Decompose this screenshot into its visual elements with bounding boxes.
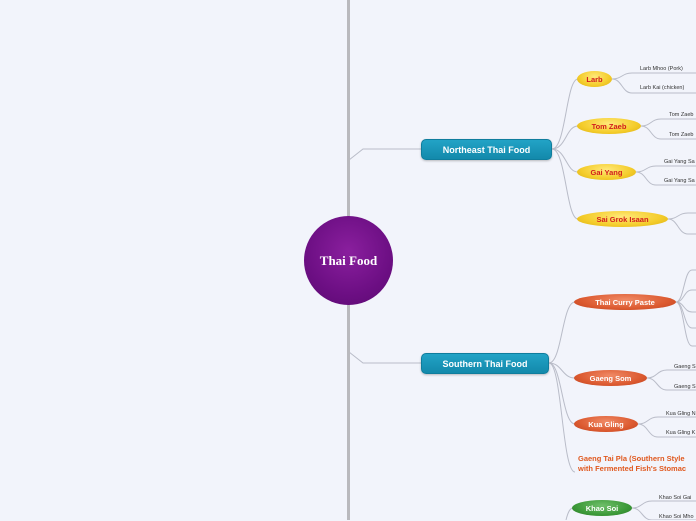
note-line-1: Gaeng Tai Pla (Southern Style (578, 454, 685, 463)
leaf-kua-gling-1[interactable]: Kua Gling N (666, 411, 696, 417)
branch-northeast-thai-food[interactable]: Northeast Thai Food (421, 139, 552, 160)
root-node-thai-food[interactable]: Thai Food (304, 216, 393, 305)
topic-gaeng-tai-pla[interactable]: Gaeng Tai Pla (Southern Style with Ferme… (578, 454, 686, 473)
link-s-note (548, 362, 576, 473)
link-ne-tomzaeb (551, 125, 579, 150)
leaf-khao-soi-gai[interactable]: Khao Soi Gai (659, 495, 692, 501)
link-s-gaengsom (548, 362, 576, 379)
topic-larb[interactable]: Larb (577, 71, 612, 87)
leaf-gaeng-som-2[interactable]: Gaeng S (674, 384, 696, 390)
topic-kua-gling[interactable]: Kua Gling (574, 416, 638, 432)
topic-thai-curry-paste[interactable]: Thai Curry Paste (574, 294, 676, 310)
leaf-tom-zaeb-1[interactable]: Tom Zaeb (669, 112, 694, 118)
link-s-kuagling (548, 362, 576, 425)
branch-southern-thai-food[interactable]: Southern Thai Food (421, 353, 549, 374)
leaf-larb-mhoo[interactable]: Larb Mhoo (Pork) (640, 66, 683, 72)
leaf-gai-yang-2[interactable]: Gai Yang Sa (664, 178, 695, 184)
leaf-gaeng-som-1[interactable]: Gaeng S (674, 364, 696, 370)
link-ne-larb (551, 78, 579, 150)
link-root-southern (348, 351, 421, 364)
topic-khao-soi[interactable]: Khao Soi (572, 500, 632, 516)
topic-sai-grok-isaan[interactable]: Sai Grok Isaan (577, 211, 668, 227)
topic-gaeng-som[interactable]: Gaeng Som (574, 370, 647, 386)
link-s-curry (548, 301, 576, 364)
topic-tom-zaeb[interactable]: Tom Zaeb (577, 118, 641, 134)
leaf-gai-yang-1[interactable]: Gai Yang Sa (664, 159, 695, 165)
link-root-northeast (348, 148, 421, 161)
link-ne-gaiyang (551, 148, 579, 173)
topic-gai-yang[interactable]: Gai Yang (577, 164, 636, 180)
link-ne-saigrok (551, 148, 579, 220)
note-line-2: with Fermented Fish's Stomac (578, 463, 687, 473)
leaf-khao-soi-mhoo[interactable]: Khao Soi Mho (659, 514, 694, 520)
leaf-kua-gling-2[interactable]: Kua Gling K (666, 430, 696, 436)
leaf-larb-kai[interactable]: Larb Kai (chicken) (640, 85, 685, 91)
leaf-tom-zaeb-2[interactable]: Tom Zaeb (669, 132, 694, 138)
